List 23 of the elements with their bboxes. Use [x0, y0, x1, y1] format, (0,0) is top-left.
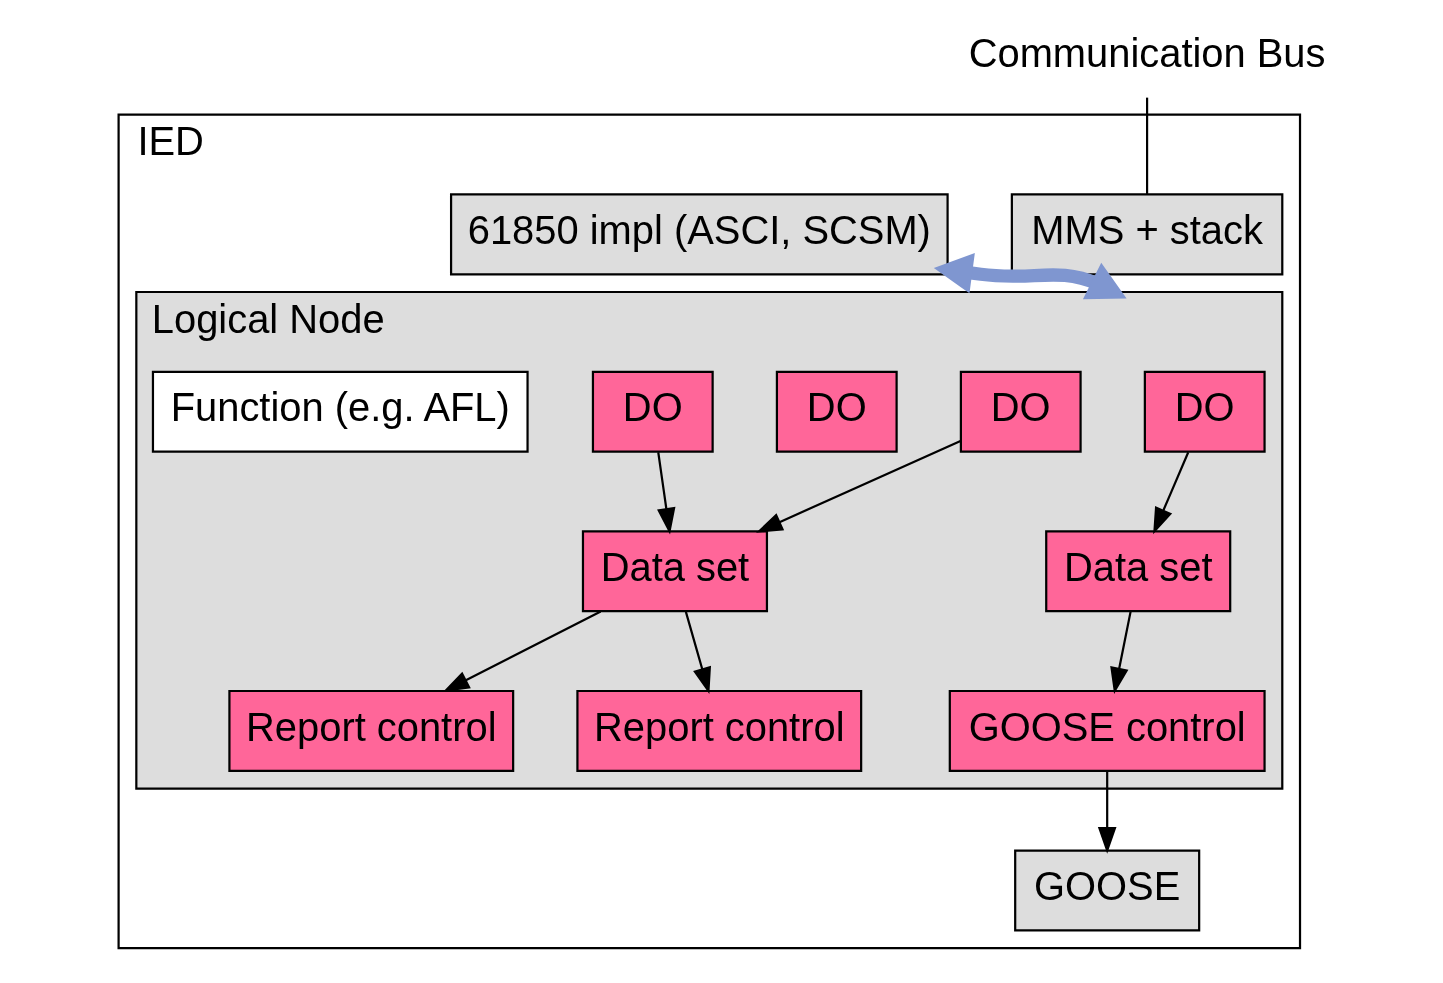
node-box: DO: [1143, 370, 1266, 453]
node-box: Function (e.g. AFL): [151, 370, 529, 453]
connector: [1145, 97, 1149, 194]
arrow: [933, 253, 1127, 300]
arrow: [442, 610, 602, 693]
node-box: 61850 impl (ASCI, SCSM): [449, 193, 949, 276]
node-box: Report control: [228, 689, 515, 772]
node-box: DO: [591, 370, 714, 453]
node-box: DO: [775, 370, 898, 453]
arrow: [1153, 451, 1190, 535]
node-box: Data set: [581, 530, 769, 613]
arrow: [1110, 611, 1132, 695]
node-box: Report control: [576, 689, 863, 772]
node-box: GOOSE control: [948, 689, 1266, 772]
arrow: [1097, 771, 1117, 854]
node-text: Communication Bus: [968, 30, 1326, 75]
arrow: [657, 452, 676, 535]
node-box: Data set: [1045, 530, 1232, 613]
node-box: DO: [959, 370, 1082, 453]
node-box: GOOSE: [1014, 849, 1201, 932]
arrow: [756, 439, 961, 533]
node-box: MMS + stack: [1010, 193, 1284, 276]
arrow: [684, 611, 711, 694]
